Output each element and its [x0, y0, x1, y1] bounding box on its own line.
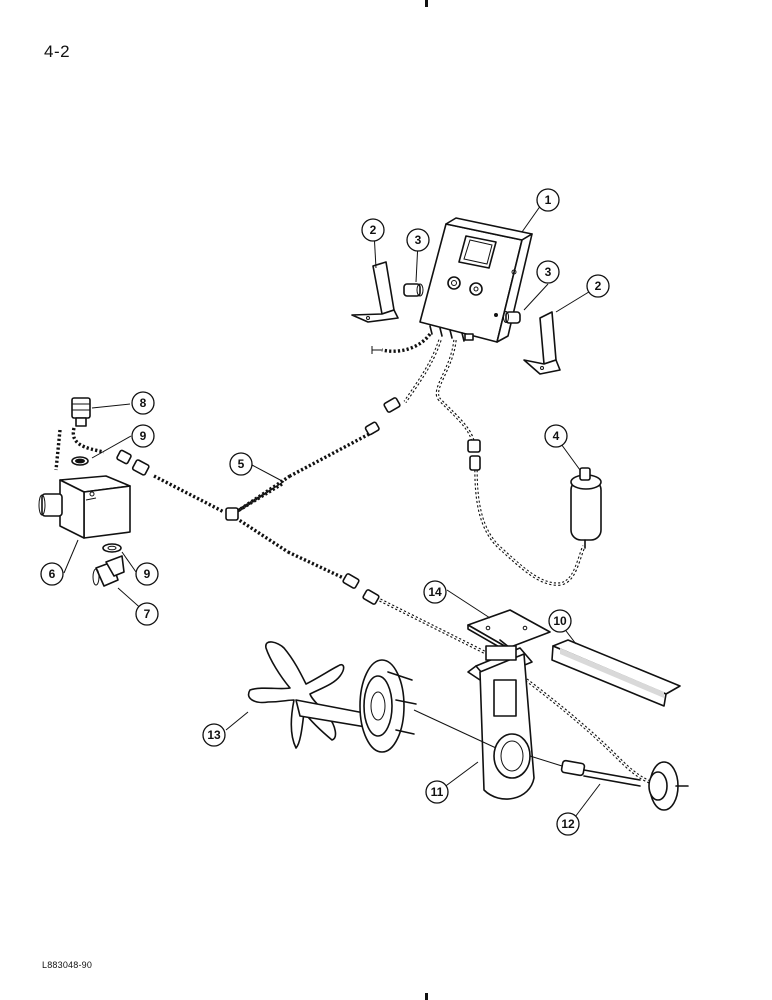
bracket-left-part [351, 261, 399, 323]
callout-14: 14 [423, 580, 447, 604]
control-box-part [419, 217, 533, 343]
callout-9-upper-label: 9 [140, 429, 147, 443]
callout-3-left-label: 3 [415, 233, 422, 247]
callout-2-left: 2 [361, 218, 385, 242]
callout-3-left: 3 [406, 228, 430, 252]
seal-ring-lower-part [102, 543, 122, 553]
page-number: 4-2 [44, 42, 71, 61]
callout-6-label: 6 [49, 567, 56, 581]
callout-2-right-label: 2 [595, 279, 602, 293]
callout-3-right-label: 3 [545, 265, 552, 279]
knife-shaft-assembly-part [247, 641, 497, 753]
callout-7: 7 [135, 602, 159, 626]
crop-marks [425, 0, 428, 1000]
callout-13: 13 [202, 723, 226, 747]
wiring-harness [54, 332, 661, 788]
sensor-cylinder-part [570, 467, 602, 549]
bracket-right-part [523, 311, 561, 375]
harness-connectors [116, 397, 481, 605]
figure-code: L883048-90 [42, 960, 93, 970]
callout-9-lower-label: 9 [144, 567, 151, 581]
magnetic-pickup-part [529, 755, 689, 811]
seal-ring-upper-part [71, 456, 89, 466]
callout-10-label: 10 [553, 614, 567, 628]
callout-1: 1 [536, 188, 560, 212]
callout-2-left-label: 2 [370, 223, 377, 237]
callout-6: 6 [40, 562, 64, 586]
angle-channel-part [551, 639, 681, 707]
callout-1-label: 1 [545, 193, 552, 207]
callout-9-upper: 9 [131, 424, 155, 448]
callout-11: 11 [425, 780, 449, 804]
callout-12-label: 12 [561, 817, 575, 831]
callout-8-label: 8 [140, 396, 147, 410]
callout-11-label: 11 [431, 785, 444, 799]
fitting-top-part [71, 397, 91, 427]
callout-14-label: 14 [428, 585, 442, 599]
elbow-fitting-part [92, 555, 125, 587]
callout-8: 8 [131, 391, 155, 415]
valve-block-part [38, 475, 131, 539]
callout-5-label: 5 [238, 457, 245, 471]
callout-12: 12 [556, 812, 580, 836]
callout-3-right: 3 [536, 260, 560, 284]
callout-13-label: 13 [207, 728, 221, 742]
spacer-left-part [403, 283, 424, 297]
callout-10: 10 [548, 609, 572, 633]
callout-7-label: 7 [144, 607, 151, 621]
callout-5: 5 [229, 452, 253, 476]
callout-2-right: 2 [586, 274, 610, 298]
callout-4: 4 [544, 424, 568, 448]
callout-9-lower: 9 [135, 562, 159, 586]
callout-4-label: 4 [553, 429, 560, 443]
pickup-bracket-part [467, 639, 535, 800]
spacer-right-part [494, 311, 521, 324]
